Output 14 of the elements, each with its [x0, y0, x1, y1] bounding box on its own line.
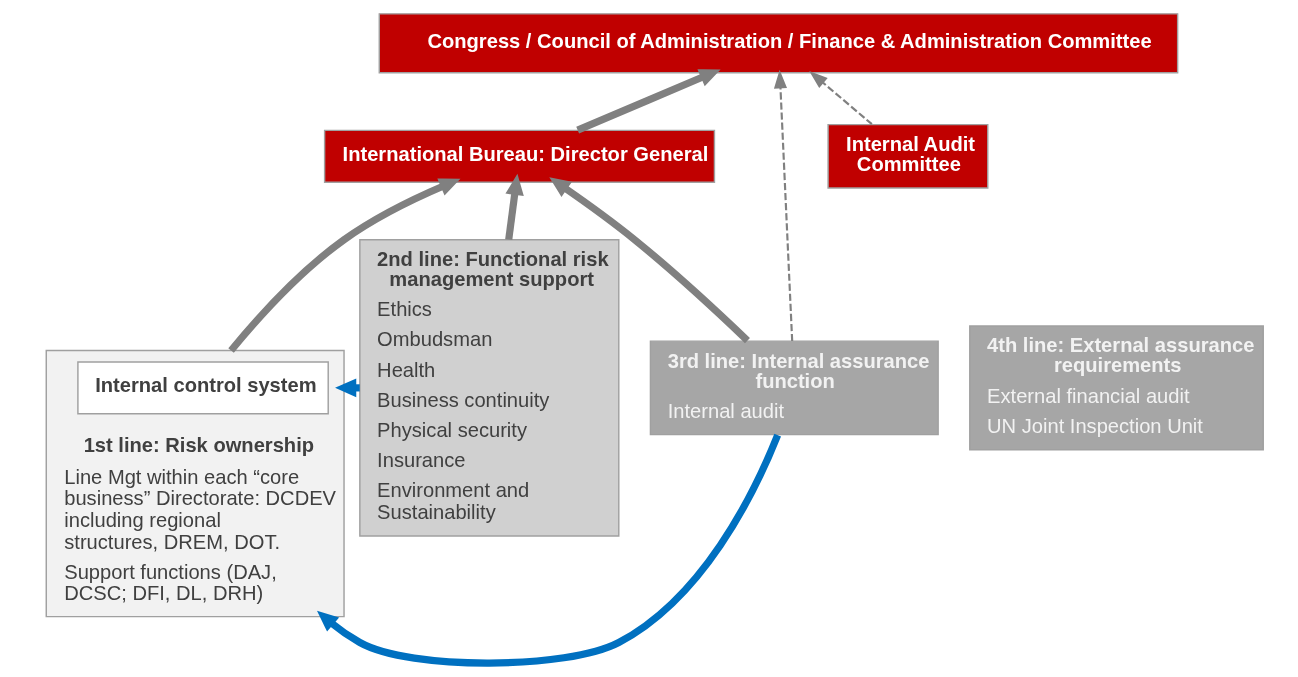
- node-box: 2nd line: Functional risk management support Ethics Ombudsman Health Business continuity Physical security Insurance Environment and Sustainability: [359, 239, 620, 537]
- arrow: [549, 177, 750, 344]
- node-box: International Bureau: Director General: [323, 129, 716, 183]
- node-box: 3rd line: Internal assurance function Internal audit: [649, 340, 939, 436]
- node-box: Internal control system: [77, 361, 329, 415]
- arrow: [505, 173, 524, 241]
- arrow: [576, 69, 721, 134]
- arrow: [809, 70, 873, 125]
- arrow: [228, 178, 461, 353]
- node-box: Internal Audit Committee: [827, 123, 989, 189]
- node-box: Congress / Council of Administration / Finance & Administration Committee: [378, 13, 1179, 74]
- node-box: 4th line: External assurance requirements External financial audit UN Joint Inspection Unit: [969, 325, 1264, 451]
- arrow: [317, 433, 781, 667]
- arrow: [773, 69, 794, 342]
